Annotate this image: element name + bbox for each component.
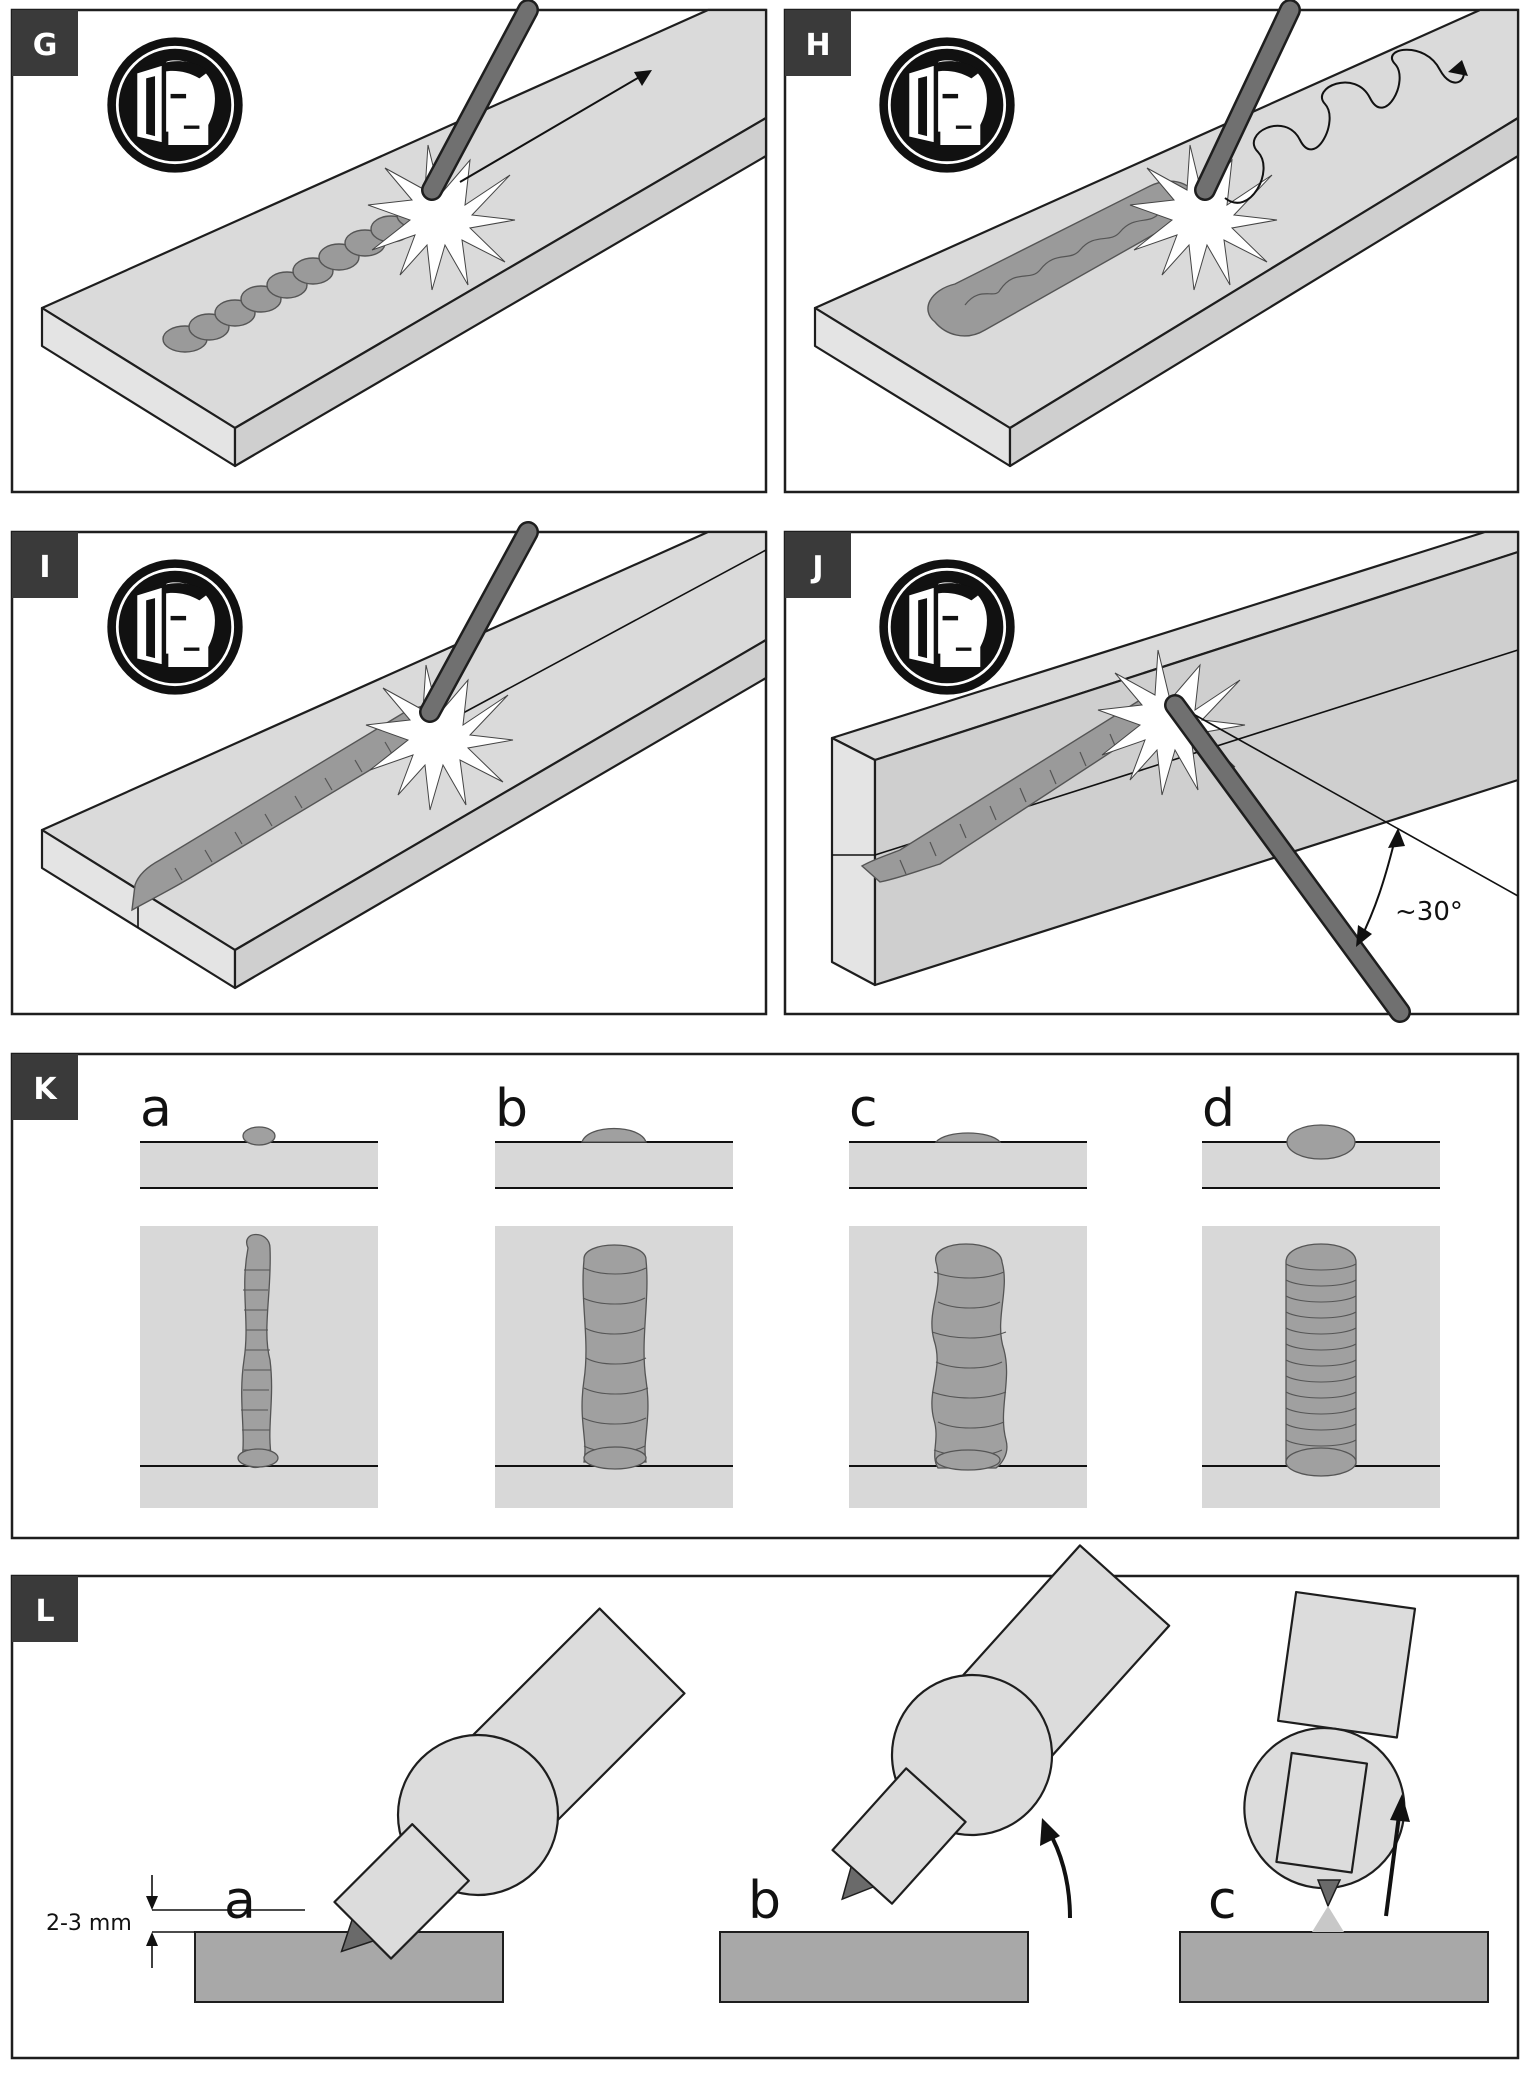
face-shield-icon [107, 37, 242, 172]
variant-label: a [140, 1079, 172, 1139]
workpiece [719, 1931, 1029, 2003]
panel-l-badge [12, 1576, 78, 1642]
panel-k-badge [12, 1054, 78, 1120]
electrode-tip [340, 1918, 375, 1953]
torch-step-c: c [1179, 1590, 1489, 2003]
panel-i-label: I [39, 550, 50, 585]
variant-label: d [1202, 1079, 1235, 1139]
weave-direction-arrow [1224, 48, 1465, 204]
panel-h-badge [785, 10, 851, 76]
panel-h-label: H [805, 28, 830, 63]
panel-j: J ~30° [783, 530, 1520, 1023]
bead-variant-c: c [849, 1079, 1087, 1508]
panel-j-badge [785, 532, 851, 598]
panel-k: K a b c [10, 1052, 1520, 1540]
plate-front [830, 736, 877, 987]
face-shield-icon [107, 559, 242, 694]
angle-reference-line [1194, 714, 1519, 897]
panel-g-badge [12, 10, 78, 76]
plate-side [233, 116, 768, 468]
bead-variant-a: a [140, 1079, 378, 1508]
weld-bead-weave [927, 180, 1197, 337]
electrode-tip [841, 1865, 875, 1901]
gap-label: 2-3 mm [46, 1911, 132, 1936]
bead-variant-b: b [495, 1079, 733, 1508]
panel-l: L a 2-3 mm b [10, 1544, 1520, 2060]
torch-handle [1276, 1590, 1417, 1739]
workpiece [1179, 1931, 1489, 2003]
arc-spark [367, 144, 516, 291]
variant-label: c [849, 1079, 878, 1139]
step-label: c [1208, 1871, 1237, 1931]
panel-g-label: G [33, 28, 58, 63]
panel-i: I [10, 521, 768, 1016]
face-shield-icon [879, 559, 1014, 694]
face-shield-icon [879, 37, 1014, 172]
arc-spark [1097, 649, 1246, 796]
torch-nozzle [1275, 1751, 1369, 1874]
plate-side [873, 550, 1520, 987]
panel-j-label: J [810, 550, 823, 585]
step-label: a [224, 1871, 256, 1931]
lift-arrow [1384, 1807, 1402, 1917]
angle-label: ~30° [1395, 897, 1463, 927]
torch-step-b: b [719, 1544, 1171, 2003]
bead-variant-d: d [1202, 1079, 1440, 1508]
direction-arrow [459, 71, 649, 183]
arc-spark [365, 664, 514, 811]
panel-l-label: L [35, 1594, 54, 1629]
panel-h: H [783, 0, 1520, 494]
variant-label: b [495, 1079, 528, 1139]
plate-side [233, 638, 768, 990]
panel-g: G [10, 0, 768, 494]
plate-side [1008, 116, 1520, 468]
panel-k-label: K [33, 1072, 58, 1107]
step-label: b [748, 1871, 781, 1931]
arc-spark [1129, 144, 1278, 291]
torch-step-a: a 2-3 mm [46, 1607, 686, 2003]
arc-glow [1312, 1906, 1344, 1932]
panel-i-badge [12, 532, 78, 598]
electrode-tip [1316, 1879, 1342, 1908]
